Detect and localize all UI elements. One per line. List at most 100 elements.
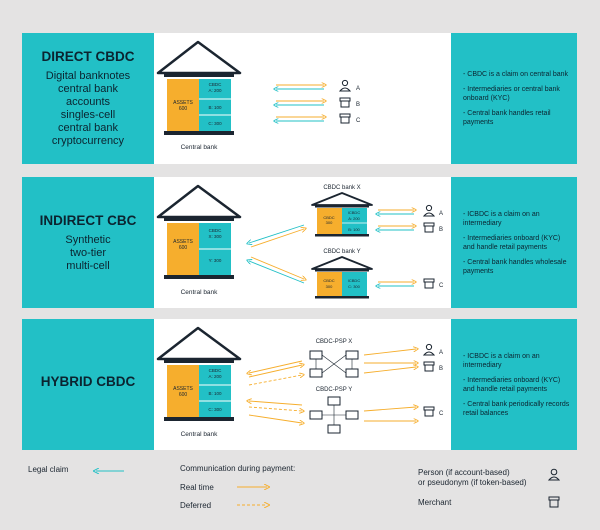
person-icon bbox=[338, 79, 352, 92]
bank-x-right-label: ICBDC bbox=[348, 210, 361, 215]
merchant-icon bbox=[548, 496, 560, 508]
cbdc-bank-y: CBDC bank Y CBDC 300 ICBDC C: 300 bbox=[311, 249, 373, 299]
central-bank-label: Central bank bbox=[181, 144, 219, 151]
server-icon bbox=[309, 396, 359, 434]
bank-y-left-value: 300 bbox=[326, 284, 333, 289]
real-time-arrow-icon bbox=[237, 482, 271, 492]
point-item: - CBDC is a claim on central bank bbox=[463, 71, 569, 78]
bank-x-left-label: CBDC bbox=[323, 215, 334, 220]
cbdc-cell-label: CBDC bbox=[209, 82, 223, 87]
user-a-label: A bbox=[356, 86, 360, 92]
user-a-label: A bbox=[439, 350, 443, 356]
assets-value: 600 bbox=[179, 392, 188, 398]
merchant-icon bbox=[423, 406, 435, 417]
merchant-icon bbox=[423, 278, 435, 289]
point-item: - Central bank periodically records reta… bbox=[463, 400, 570, 417]
cell-x: X: 300 bbox=[208, 234, 222, 239]
cell-c: C: 300 bbox=[208, 121, 222, 126]
indirect-cbdc-label-box: INDIRECT CBC Synthetic two-tier multi-ce… bbox=[22, 177, 154, 308]
indirect-user-arrows bbox=[378, 210, 414, 286]
legend-merchant-label: Merchant bbox=[418, 498, 452, 507]
direct-cbdc-diagram: ASSETS 600 CBDC A: 200 B: 100 C: 300 Cen… bbox=[154, 33, 451, 164]
point-item: - ICBDC is a claim on an intermediary bbox=[463, 352, 540, 369]
bank-y-title: CBDC bank Y bbox=[323, 249, 360, 255]
cell-a: A: 200 bbox=[208, 88, 222, 93]
assets-cell bbox=[167, 79, 199, 131]
assets-value: 600 bbox=[179, 245, 188, 251]
psp-x-title: CBDC-PSP X bbox=[316, 339, 353, 345]
indirect-cbdc-title: INDIRECT CBC bbox=[39, 212, 137, 228]
cell-y: Y: 300 bbox=[209, 258, 222, 263]
user-c-label: C bbox=[439, 411, 444, 417]
bank-x-cell-b: B: 100 bbox=[348, 227, 360, 232]
bank-y-left-label: CBDC bbox=[323, 278, 334, 283]
legend-communication-label: Communication during payment: bbox=[180, 464, 296, 473]
indirect-cbdc-row: INDIRECT CBC Synthetic two-tier multi-ce… bbox=[22, 177, 577, 308]
hybrid-cbdc-points: - ICBDC is a claim on an intermediary - … bbox=[451, 319, 577, 450]
central-bank-building: ASSETS 600 CBDC X: 300 Y: 300 Central ba… bbox=[156, 184, 242, 296]
cbdc-psp-x: CBDC-PSP X bbox=[309, 339, 359, 378]
direct-cbdc-subtitle: Digital banknotes central bank accounts … bbox=[45, 70, 131, 147]
bank-y-right-label: ICBDC bbox=[348, 278, 361, 283]
assets-value: 600 bbox=[179, 106, 188, 112]
cbdc-bank-x: CBDC bank X CBDC 300 ICBDC A: 200 B: 100 bbox=[311, 185, 373, 237]
point-item: - Intermediaries or central bank onboard… bbox=[463, 86, 560, 102]
bank-x-cell-a: A: 200 bbox=[348, 216, 360, 221]
point-item: - Intermediaries onboard (KYC) and handl… bbox=[463, 376, 561, 393]
user-b-label: B bbox=[356, 102, 360, 108]
point-item: - ICBDC is a claim on an intermediary bbox=[463, 210, 540, 227]
legend-legal-claim-label: Legal claim bbox=[28, 465, 69, 474]
user-c-label: C bbox=[439, 283, 444, 289]
psp-y-title: CBDC-PSP Y bbox=[316, 387, 352, 393]
merchant-icon bbox=[339, 97, 351, 108]
user-b-label: B bbox=[439, 227, 443, 233]
person-icon bbox=[547, 468, 561, 481]
direct-cbdc-label-box: DIRECT CBDC Digital banknotes central ba… bbox=[22, 33, 154, 164]
hybrid-cbdc-diagram: ASSETS 600 CBDC A: 200 B: 100 C: 300 Cen… bbox=[154, 319, 451, 450]
hybrid-cbdc-label-box: HYBRID CBDC bbox=[22, 319, 154, 450]
cell-a: A: 200 bbox=[208, 374, 222, 379]
merchant-icon bbox=[423, 361, 435, 372]
user-a-label: A bbox=[439, 211, 443, 217]
assets-label: ASSETS bbox=[173, 239, 193, 245]
legend-real-time-label: Real time bbox=[180, 483, 214, 492]
person-icon bbox=[422, 343, 436, 356]
legend-deferred-label: Deferred bbox=[180, 501, 212, 510]
indirect-cbdc-diagram: ASSETS 600 CBDC X: 300 Y: 300 Central ba… bbox=[154, 177, 451, 308]
legal-claim-arrow-icon bbox=[92, 466, 124, 476]
hybrid-cb-arrows bbox=[249, 360, 302, 423]
central-bank-building: ASSETS 600 CBDC A: 200 B: 100 C: 300 Cen… bbox=[156, 40, 242, 151]
cell-c: C: 300 bbox=[208, 407, 222, 412]
direct-cbdc-points: - CBDC is a claim on central bank - Inte… bbox=[451, 33, 577, 164]
assets-label: ASSETS bbox=[173, 100, 193, 106]
cbdc-cells bbox=[199, 79, 231, 131]
bank-x-left-value: 300 bbox=[326, 220, 333, 225]
hybrid-cbdc-title: HYBRID CBDC bbox=[40, 374, 136, 389]
bank-to-cb-arrows bbox=[249, 224, 304, 284]
direct-cbdc-title: DIRECT CBDC bbox=[41, 49, 135, 64]
deferred-arrow-icon bbox=[237, 500, 271, 510]
point-item: - Central bank handles retail payments bbox=[463, 110, 551, 126]
cell-b: B: 100 bbox=[208, 105, 222, 110]
point-item: - Intermediaries onboard (KYC) and handl… bbox=[463, 234, 561, 251]
assets-label: ASSETS bbox=[173, 386, 193, 392]
merchant-icon bbox=[339, 113, 351, 124]
indirect-cbdc-subtitle: Synthetic two-tier multi-cell bbox=[65, 233, 111, 272]
bank-y-cell-c: C: 300 bbox=[348, 284, 361, 289]
direct-cbdc-row: DIRECT CBDC Digital banknotes central ba… bbox=[22, 33, 577, 164]
cell-b: B: 100 bbox=[208, 391, 222, 396]
central-bank-label: Central bank bbox=[181, 289, 219, 296]
cbdc-psp-y: CBDC-PSP Y bbox=[309, 387, 359, 434]
server-icon bbox=[309, 350, 359, 378]
hybrid-cbdc-row: HYBRID CBDC ASSETS 600 CBDC A: 200 B: 10… bbox=[22, 319, 577, 450]
user-b-label: B bbox=[439, 366, 443, 372]
point-item: - Central bank handles wholesale payment… bbox=[463, 258, 567, 275]
hybrid-user-arrows bbox=[363, 349, 416, 421]
legend-person-label: Person (if account-based) or pseudonym (… bbox=[418, 468, 527, 487]
direct-arrows bbox=[276, 85, 324, 121]
cbdc-cell-label: CBDC bbox=[209, 228, 223, 233]
bank-x-title: CBDC bank X bbox=[323, 185, 360, 191]
cbdc-cell-label: CBDC bbox=[209, 368, 223, 373]
merchant-icon bbox=[423, 222, 435, 233]
central-bank-building: ASSETS 600 CBDC A: 200 B: 100 C: 300 Cen… bbox=[156, 326, 242, 438]
